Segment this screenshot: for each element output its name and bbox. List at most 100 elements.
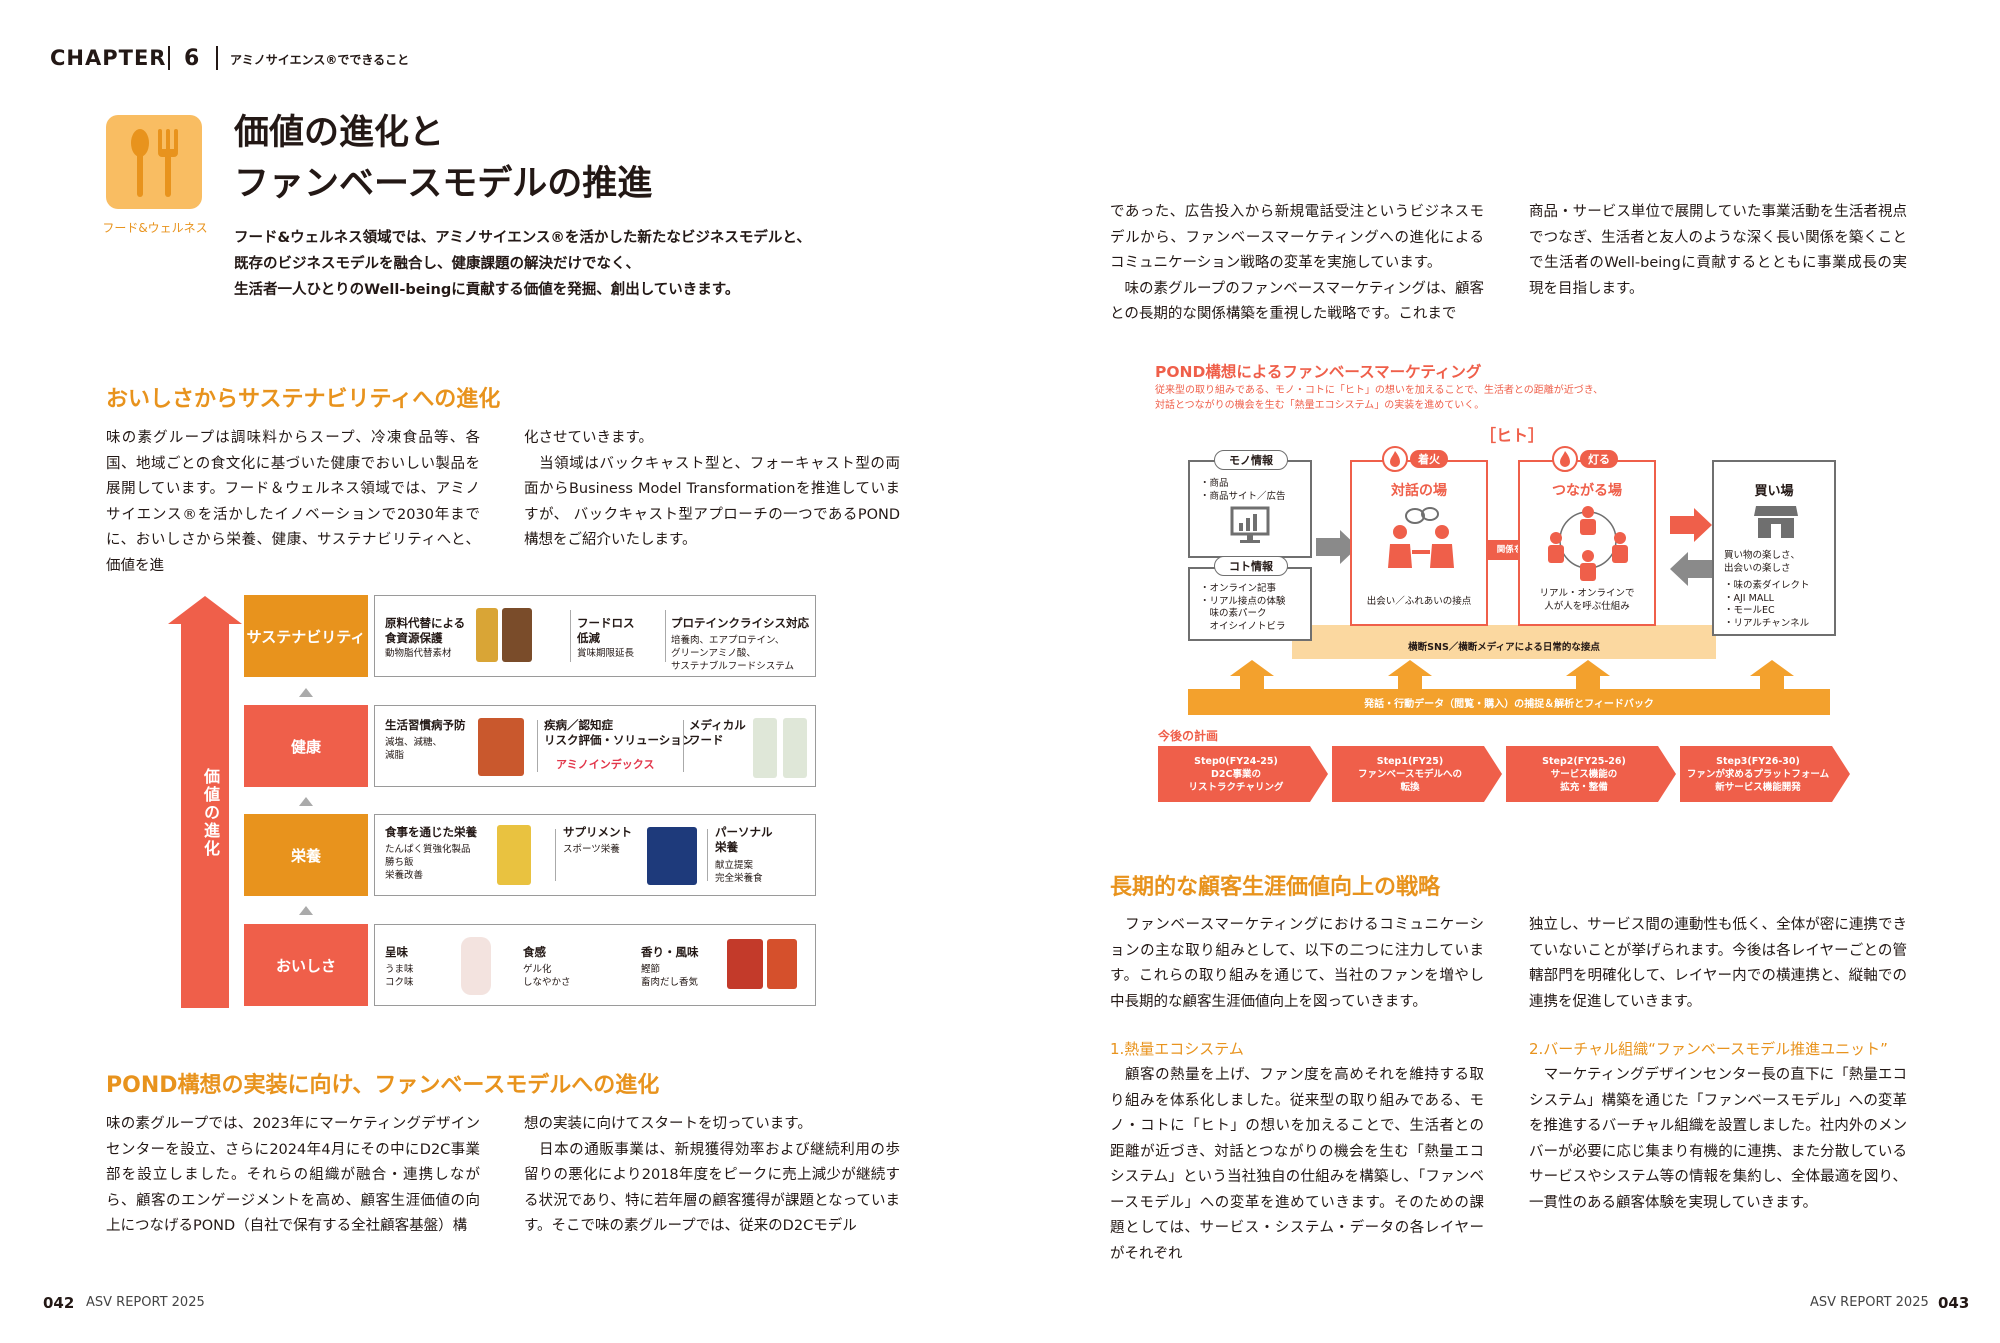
step-line: リストラクチャリング: [1188, 781, 1284, 793]
product-image: [478, 718, 524, 776]
arrow-up-icon: [1388, 660, 1432, 696]
dialogue-title: 対話の場: [1391, 483, 1447, 499]
cell-title: 食事を通じた栄養: [385, 825, 477, 839]
step-line: D2C事業の: [1211, 768, 1261, 780]
report-name: ASV REPORT 2025: [86, 1295, 205, 1310]
plan-label: 今後の計画: [1158, 729, 1219, 743]
product-image: [647, 827, 697, 885]
arrow-up-icon: [1566, 660, 1610, 696]
divider: [683, 720, 684, 772]
subsection-heading: 1.熱量エコシステム: [1110, 1040, 1244, 1058]
plan-step: Step0(FY24-25)D2C事業のリストラクチャリング: [1158, 746, 1328, 802]
title-line: 価値の進化と: [234, 113, 445, 153]
tier-label: サステナビリティ: [244, 595, 368, 677]
cell-title: 食感: [523, 945, 546, 959]
tier-box: 呈味 うま味 コク味 食感 ゲル化 しなやかさ 香り・風味 鰹節 畜肉だし香気: [374, 924, 816, 1006]
mono-items: ・商品 ・商品サイト／広告: [1200, 478, 1286, 502]
cell-sub: 培養肉、エアプロテイン、 グリーンアミノ酸、 サステナブルフードシステム: [671, 635, 795, 672]
step-up-arrow: [299, 797, 313, 806]
diagram-title: POND構想によるファンベースマーケティング: [1155, 363, 1482, 381]
lead-line: 生活者一人ひとりのWell-beingに貢献する価値を発掘、創出していきます。: [234, 282, 740, 298]
page-number: 043: [1938, 1294, 1970, 1312]
step-line: 転換: [1400, 781, 1420, 793]
lead-text: フード&ウェルネス領域では、アミノサイエンス®を活かした新たなビジネスモデルと、…: [234, 225, 811, 303]
step-line: Step3(FY26-30): [1716, 755, 1800, 767]
step-line: サービス機能の: [1550, 768, 1618, 780]
plan-step: Step3(FY26-30)ファンが求めるプラットフォーム新サービス機能開発: [1680, 746, 1850, 802]
body-text: 化させていきます。 当領域はバックキャスト型と、フォーキャスト型の両面からBus…: [524, 430, 900, 548]
divider: [555, 829, 556, 881]
report-name: ASV REPORT 2025: [1810, 1295, 1929, 1310]
koto-tag: コト情報: [1214, 556, 1288, 576]
arrow-left-icon: [1670, 552, 1712, 590]
divider: [216, 46, 218, 70]
cell-sub: 減塩、減糖、 減脂: [385, 737, 443, 761]
tier-label: おいしさ: [244, 924, 368, 1006]
cell-title: パーソナル 栄養: [715, 825, 773, 854]
mono-box: ・商品 ・商品サイト／広告: [1188, 460, 1312, 558]
divider: [665, 610, 666, 662]
diagram-description: 従来型の取り組みである、モノ・コトに「ヒト」の想いを加えることで、生活者との距離…: [1155, 383, 1603, 413]
cell-title: メディカル フード: [689, 718, 746, 747]
cell-sub: たんぱく質強化製品 勝ち飯 栄養改善: [385, 844, 471, 881]
divider: [570, 610, 571, 662]
fork-knife-icon: [106, 115, 202, 209]
cell-sub: ゲル化 しなやかさ: [523, 964, 571, 988]
connect-caption: リアル・オンラインで 人が人を呼ぶ仕組み: [1539, 588, 1635, 612]
product-image: [783, 718, 807, 778]
step-line: 新サービス機能開発: [1715, 781, 1801, 793]
cell-title: 生活習慣病予防: [385, 718, 466, 732]
shop-sub: 買い物の楽しさ、 出会いの楽しさ: [1724, 550, 1801, 574]
product-image: [502, 608, 532, 662]
sns-band: [1292, 625, 1716, 659]
subsection-heading: 2.バーチャル組織“ファンベースモデル推進ユニット”: [1529, 1040, 1888, 1058]
cell-title: フードロス 低減: [577, 616, 635, 645]
step-up-arrow: [299, 906, 313, 915]
value-axis-arrow: [168, 596, 242, 1012]
mono-tag: モノ情報: [1214, 450, 1288, 470]
lead-line: 既存のビジネスモデルを融合し、健康課題の解決だけでなく、: [234, 256, 640, 272]
step-up-arrow: [299, 688, 313, 697]
step-line: Step2(FY25-26): [1542, 755, 1626, 767]
body-text: 商品・サービス単位で展開していた事業活動を生活者視点でつなぎ、生活者と友人のよう…: [1529, 204, 1907, 297]
section-heading: POND構想の実装に向け、ファンベースモデルへの進化: [106, 1073, 660, 1098]
divider: [537, 720, 538, 772]
data-band: [1188, 689, 1830, 715]
store-icon: [1754, 502, 1798, 542]
koto-items: ・オンライン記事 ・リアル接点の体験 味の素パーク オイシイノトビラ: [1200, 583, 1286, 632]
relationship-label: 関係を継続: [1490, 543, 1546, 555]
lead-line: フード&ウェルネス領域では、アミノサイエンス®を活かした新たなビジネスモデルと、: [234, 230, 811, 246]
body-text: 独立し、サービス間の連動性も低く、全体が密に連携できていないことが挙げられます。…: [1529, 917, 1907, 1010]
connect-title: つながる場: [1552, 483, 1622, 499]
cell-title: 呈味: [385, 945, 408, 959]
desc-line: 従来型の取り組みである、モノ・コトに「ヒト」の想いを加えることで、生活者との距離…: [1155, 385, 1604, 396]
shop-items: ・味の素ダイレクト ・AJI MALL ・モールEC ・リアルチャンネル: [1724, 580, 1810, 629]
data-band-label: 発話・行動データ（閲覧・購入）の捕捉＆解析とフィードバック: [1364, 699, 1654, 710]
tier-box: 原料代替による 食資源保護 動物脂代替素材 フードロス 低減 賞味期限延長 プロ…: [374, 595, 816, 677]
category-label: フード&ウェルネス: [102, 221, 208, 235]
arrow-up-icon: [1750, 660, 1794, 696]
cell-title: プロテインクライシス対応: [671, 616, 809, 630]
step-line: ファンが求めるプラットフォーム: [1686, 768, 1830, 780]
tier-label: 健康: [244, 705, 368, 787]
step-line: Step1(FY25): [1376, 755, 1444, 767]
chapter-subtitle: アミノサイエンス®でできること: [230, 53, 410, 67]
body-text: ファンベースマーケティングにおけるコミュニケーションの主な取り組みとして、以下の…: [1110, 917, 1484, 1010]
flame-icon: [1552, 446, 1578, 476]
axis-label: 価値の進化: [201, 768, 220, 858]
aminoindex-logo: アミノインデックス: [556, 758, 655, 771]
cell-sub: 動物脂代替素材: [385, 648, 452, 659]
shop-title: 買い場: [1754, 484, 1794, 499]
cell-sub: 賞味期限延長: [577, 648, 635, 659]
dialogue-box: 対話の場 出会い／ふれあいの接点: [1350, 460, 1488, 626]
cell-sub: 献立提案 完全栄養食: [715, 860, 763, 884]
sns-band-label: 横断SNS／横断メディアによる日常的な接点: [1408, 642, 1600, 653]
plan-step: Step2(FY25-26)サービス機能の拡充・整備: [1506, 746, 1676, 802]
cell-sub: うま味 コク味: [385, 964, 414, 988]
connect-box: つながる場 リアル・オンラインで 人が人を呼ぶ仕組み: [1518, 460, 1656, 626]
arrow-right-icon: [1316, 530, 1358, 568]
people-circle-icon: [1538, 504, 1638, 586]
cell-title: サプリメント: [563, 825, 632, 839]
section-heading: 長期的な顧客生涯価値向上の戦略: [1110, 875, 1441, 900]
flame-icon: [1382, 446, 1408, 476]
